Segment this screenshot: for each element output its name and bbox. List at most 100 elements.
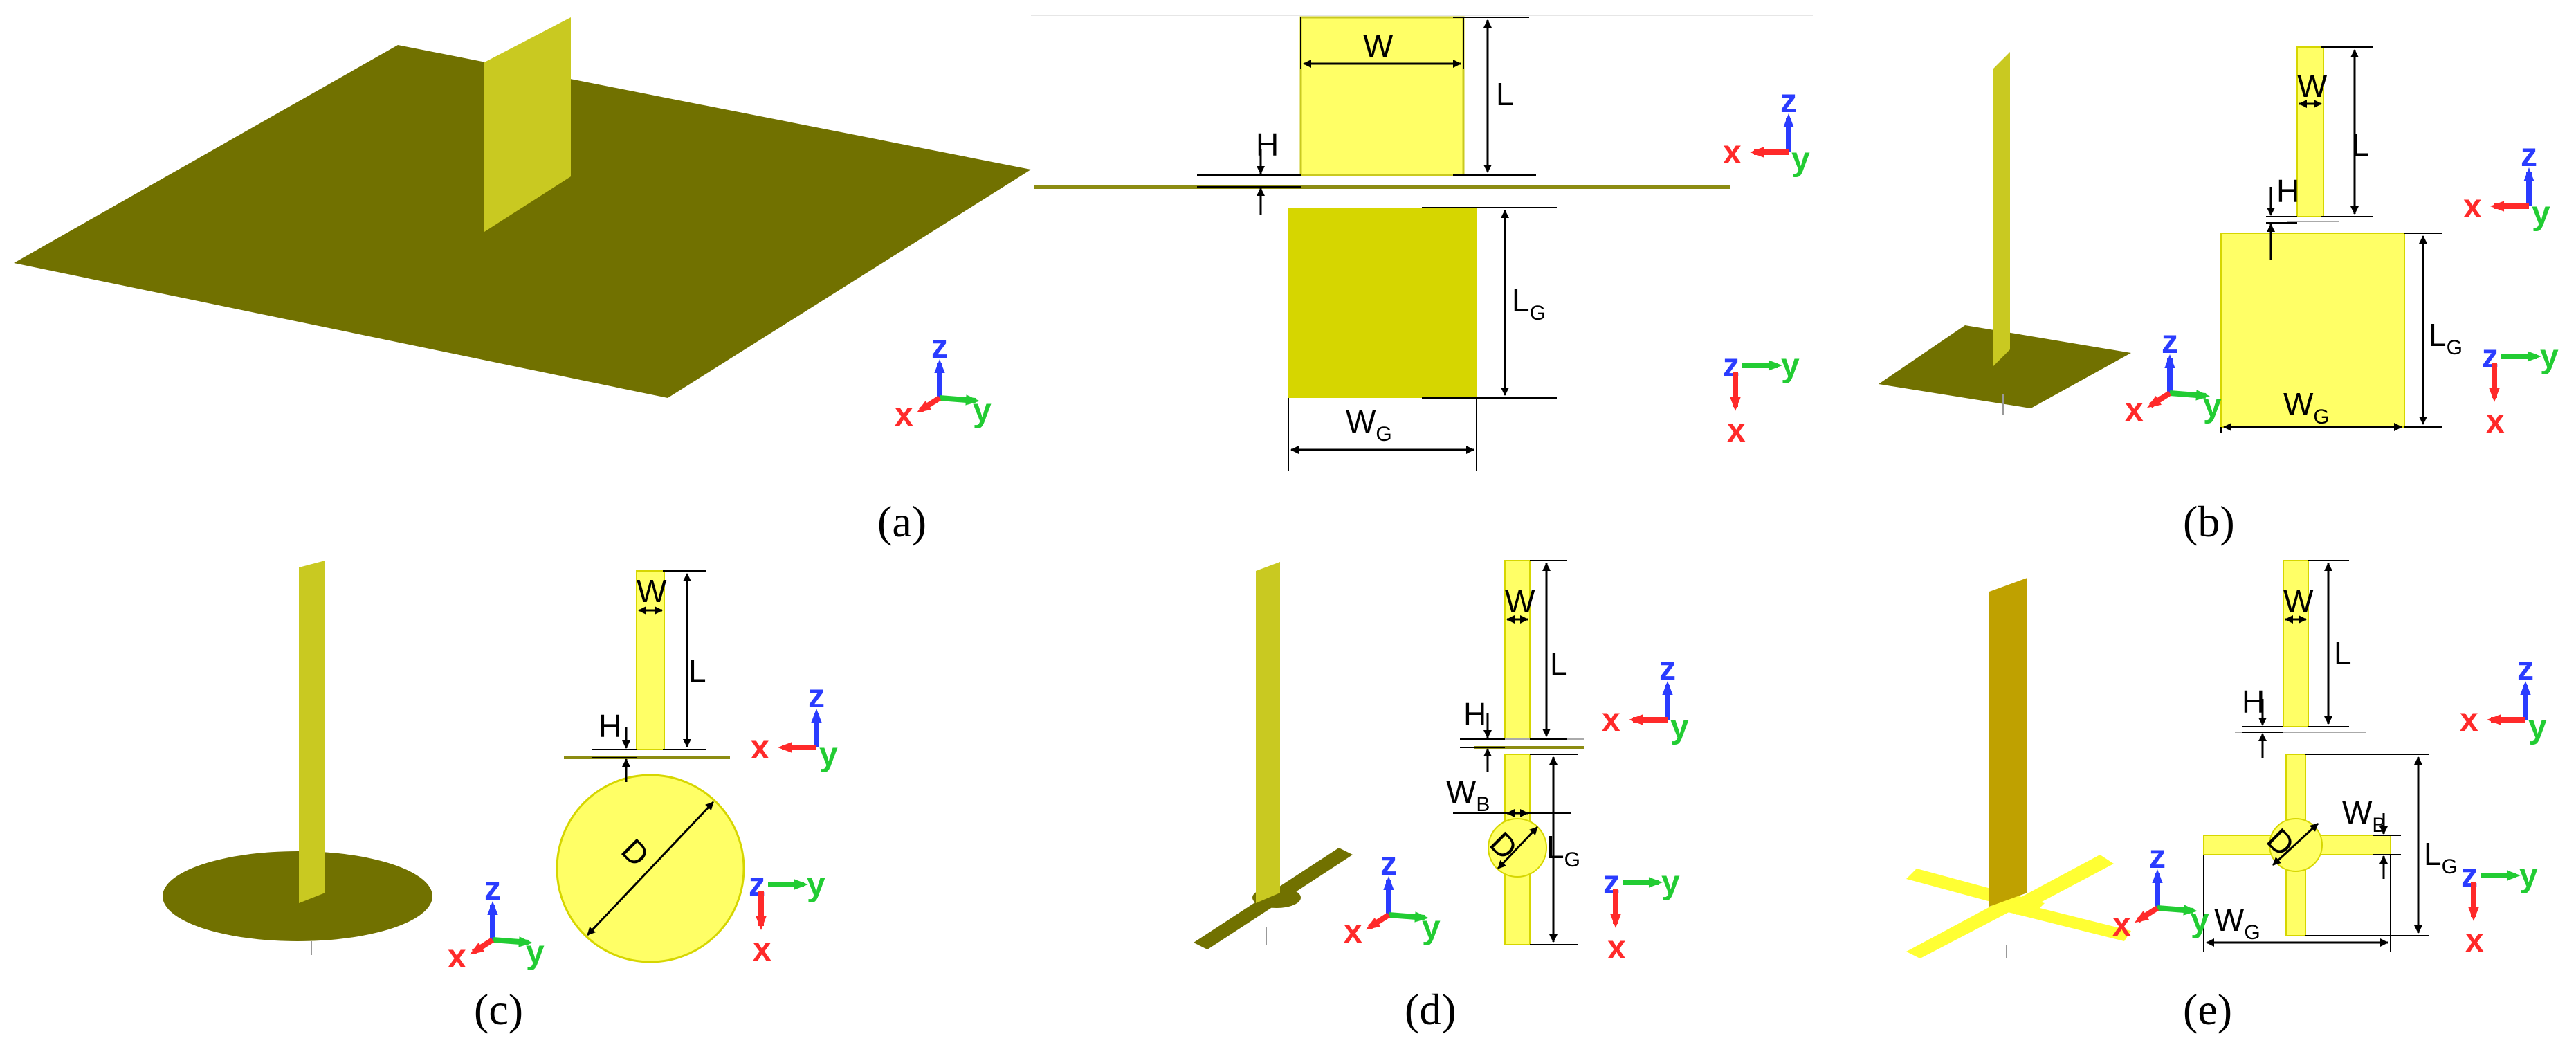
z-axis-arrow-head bbox=[1783, 113, 1794, 128]
x-axis-label: x bbox=[2486, 403, 2505, 440]
x-axis-label: x bbox=[448, 938, 466, 975]
dim-lg: LG bbox=[1512, 282, 1546, 325]
caption-c: (c) bbox=[474, 985, 523, 1034]
monopole-strip-3d bbox=[1256, 562, 1280, 903]
x-axis-label: x bbox=[2463, 188, 2482, 225]
dim-wb: WB bbox=[2342, 794, 2386, 837]
caption-a: (a) bbox=[877, 497, 926, 546]
panel-d-3d-view bbox=[1194, 562, 1353, 949]
x-axis-arrow-head bbox=[469, 942, 484, 955]
x-axis-label: x bbox=[2465, 923, 2484, 959]
dim-w: W bbox=[637, 573, 667, 609]
z-axis-arrow-head bbox=[1662, 681, 1673, 696]
caption-e: (e) bbox=[2183, 985, 2232, 1034]
y-axis-label: y bbox=[1422, 909, 1441, 946]
cross-arm-3d-3 bbox=[2003, 855, 2114, 915]
dim-lg: LG bbox=[2429, 317, 2463, 359]
x-axis-arrow-head bbox=[2489, 388, 2500, 402]
circular-ground-3d bbox=[163, 851, 432, 941]
y-axis-label: y bbox=[819, 736, 838, 773]
y-axis-label: y bbox=[1670, 709, 1689, 745]
y-axis-label: y bbox=[2519, 857, 2538, 894]
dim-h: H bbox=[599, 708, 621, 744]
y-axis-arrow-head bbox=[518, 936, 533, 947]
x-axis-label: x bbox=[1723, 134, 1742, 171]
cross-arm-3d-2 bbox=[1906, 900, 2017, 958]
z-axis-arrow-head bbox=[811, 709, 822, 723]
panel-b-front-view: W L H LG WG bbox=[2220, 46, 2463, 433]
panel-d-front-view: W L H WB LG D bbox=[1446, 560, 1584, 945]
x-axis-arrow-head bbox=[2487, 714, 2501, 725]
ground-plane-3d bbox=[14, 45, 1031, 398]
monopole-patch bbox=[1299, 16, 1465, 176]
z-axis-arrow-head bbox=[487, 901, 498, 916]
dim-h: H bbox=[2242, 684, 2265, 720]
dim-wg: WG bbox=[2214, 902, 2260, 944]
dim-lg: LG bbox=[2424, 836, 2458, 878]
y-axis-arrow-head bbox=[1648, 877, 1663, 888]
z-axis-arrow-head bbox=[2523, 167, 2534, 182]
y-axis-arrow-head bbox=[1768, 360, 1782, 371]
x-axis-arrow-head bbox=[1610, 914, 1621, 928]
x-axis-label: x bbox=[1602, 702, 1620, 738]
x-axis-arrow-head bbox=[778, 742, 792, 753]
x-axis-arrow-head bbox=[2146, 395, 2162, 408]
dim-w: W bbox=[1363, 28, 1394, 64]
y-axis-arrow-head bbox=[2195, 390, 2210, 401]
panel-c-3d-view bbox=[163, 561, 432, 955]
y-axis-label: y bbox=[2540, 338, 2559, 375]
y-axis-arrow-head bbox=[794, 879, 808, 890]
x-axis-label: x bbox=[2460, 702, 2478, 738]
y-axis-label: y bbox=[807, 866, 825, 903]
x-axis-label: x bbox=[751, 729, 769, 766]
dim-l: L bbox=[1496, 76, 1514, 112]
y-axis-label: y bbox=[1781, 347, 1800, 384]
z-axis-label: z bbox=[2162, 324, 2178, 361]
monopole-strip-3d bbox=[1993, 52, 2010, 367]
monopole-strip bbox=[2283, 560, 2309, 727]
z-axis-label: z bbox=[808, 678, 825, 715]
x-axis-arrow-head bbox=[1629, 714, 1643, 725]
y-axis-arrow-head bbox=[2183, 905, 2198, 916]
dim-wg: WG bbox=[2283, 386, 2330, 428]
z-axis-label: z bbox=[484, 871, 501, 907]
x-axis-label: x bbox=[753, 932, 771, 968]
panel-e-3d-view bbox=[1906, 578, 2131, 958]
panel-a-3d-view bbox=[14, 17, 1031, 398]
x-axis-arrow-head bbox=[2468, 907, 2479, 921]
y-axis-arrow-head bbox=[2527, 351, 2541, 362]
cross-arm-3d-4 bbox=[2000, 900, 2131, 941]
dim-w: W bbox=[1505, 583, 1535, 619]
z-axis-label: z bbox=[2149, 839, 2166, 875]
dim-w: W bbox=[2297, 68, 2328, 104]
dim-h: H bbox=[1463, 696, 1486, 732]
dim-wg: WG bbox=[1346, 403, 1392, 446]
y-axis-label: y bbox=[2191, 902, 2209, 939]
z-axis-label: z bbox=[931, 329, 948, 365]
panel-c-front-view: W L H D bbox=[556, 570, 745, 963]
dim-l: L bbox=[2351, 127, 2369, 163]
dim-l: L bbox=[1550, 646, 1568, 682]
dim-l: L bbox=[2334, 635, 2352, 671]
panel-b-3d-view bbox=[1879, 52, 2131, 415]
y-axis-label: y bbox=[526, 934, 545, 971]
dim-h: H bbox=[2276, 173, 2299, 209]
y-axis-arrow-head bbox=[965, 394, 980, 406]
z-axis-label: z bbox=[1780, 83, 1797, 120]
dim-w: W bbox=[2283, 583, 2314, 619]
x-axis-arrow-head bbox=[1365, 917, 1380, 930]
monopole-plate-3d bbox=[484, 17, 571, 232]
x-axis-arrow-head bbox=[756, 916, 767, 930]
y-axis-label: y bbox=[2528, 709, 2547, 745]
dim-lg: LG bbox=[1546, 829, 1580, 871]
x-axis-label: x bbox=[895, 397, 913, 433]
z-axis-label: z bbox=[1380, 846, 1397, 882]
y-axis-label: y bbox=[1661, 864, 1680, 901]
y-axis-label: y bbox=[2532, 195, 2550, 232]
x-axis-arrow-head bbox=[1730, 397, 1741, 411]
z-axis-arrow-head bbox=[2164, 354, 2175, 369]
z-axis-arrow-head bbox=[1383, 876, 1394, 891]
monopole-plate-3d bbox=[1989, 578, 2027, 907]
x-axis-label: x bbox=[2112, 907, 2131, 943]
